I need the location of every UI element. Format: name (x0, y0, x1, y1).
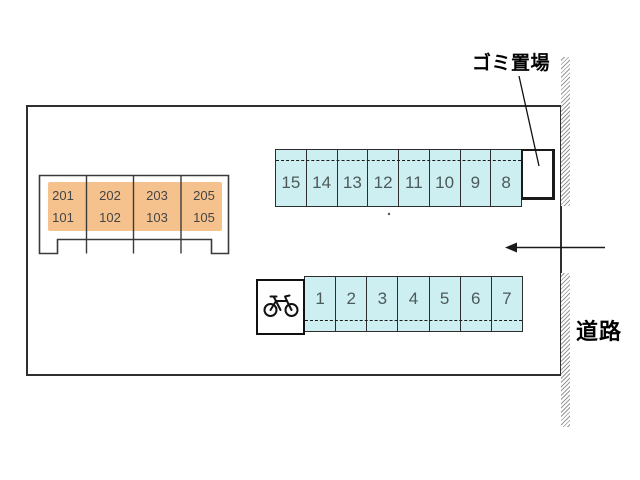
parking-space-number: 7 (502, 289, 512, 308)
parking-space-14: 14 (307, 150, 338, 206)
unit-label-202: 202 (99, 188, 121, 203)
parking-space-3: 3 (367, 277, 399, 331)
bicycle-icon (263, 292, 299, 323)
parking-space-15: 15 (276, 150, 307, 206)
road-label: 道路 (576, 319, 623, 344)
parking-space-number: 6 (471, 289, 481, 308)
parking-space-number: 1 (315, 289, 325, 308)
parking-space-13: 13 (338, 150, 369, 206)
unit-label-201: 201 (52, 188, 74, 203)
parking-space-number: 13 (342, 173, 362, 192)
unit-label-102: 102 (99, 210, 121, 225)
road-edge-hatch-lower (561, 273, 570, 427)
parking-row-top: 15 14 13 12 11 10 9 8 (275, 149, 522, 207)
parking-space-12: 12 (368, 150, 399, 206)
parking-space-7: 7 (492, 277, 522, 331)
parking-space-number: 3 (377, 289, 388, 308)
parking-space-4: 4 (398, 277, 430, 331)
stall-dashed-line-bottom (305, 320, 522, 321)
unit-label-105: 105 (193, 210, 215, 225)
parking-space-8: 8 (491, 150, 521, 206)
parking-row-bottom: 1 2 3 4 5 6 7 (304, 276, 523, 332)
unit-label-101: 101 (52, 210, 74, 225)
parking-space-number: 12 (373, 173, 393, 192)
unit-label-103: 103 (146, 210, 168, 225)
parking-space-1: 1 (305, 277, 337, 331)
unit-label-203: 203 (146, 188, 168, 203)
parking-space-6: 6 (461, 277, 492, 331)
parking-space-number: 2 (346, 289, 356, 308)
parking-space-5: 5 (430, 277, 461, 331)
parking-space-number: 10 (435, 173, 455, 192)
parking-space-10: 10 (430, 150, 461, 206)
parking-space-number: 8 (501, 173, 511, 192)
road-edge-hatch-upper (561, 57, 570, 206)
parking-space-number: 4 (408, 289, 419, 308)
parking-space-2: 2 (336, 277, 368, 331)
bicycle-parking-box (256, 279, 305, 335)
parking-space-number: 14 (312, 173, 332, 192)
garbage-area-label: ゴミ置場 (472, 53, 551, 74)
parking-space-number: 15 (281, 173, 301, 192)
parking-space-number: 9 (470, 173, 481, 192)
garbage-area-box (521, 149, 555, 200)
stall-dashed-line-top (276, 160, 521, 161)
unit-label-205: 205 (193, 188, 215, 203)
parking-space-9: 9 (461, 150, 492, 206)
parking-space-number: 5 (439, 289, 450, 308)
site-boundary (26, 105, 562, 376)
parking-space-number: 11 (405, 173, 423, 192)
parking-space-11: 11 (399, 150, 430, 206)
